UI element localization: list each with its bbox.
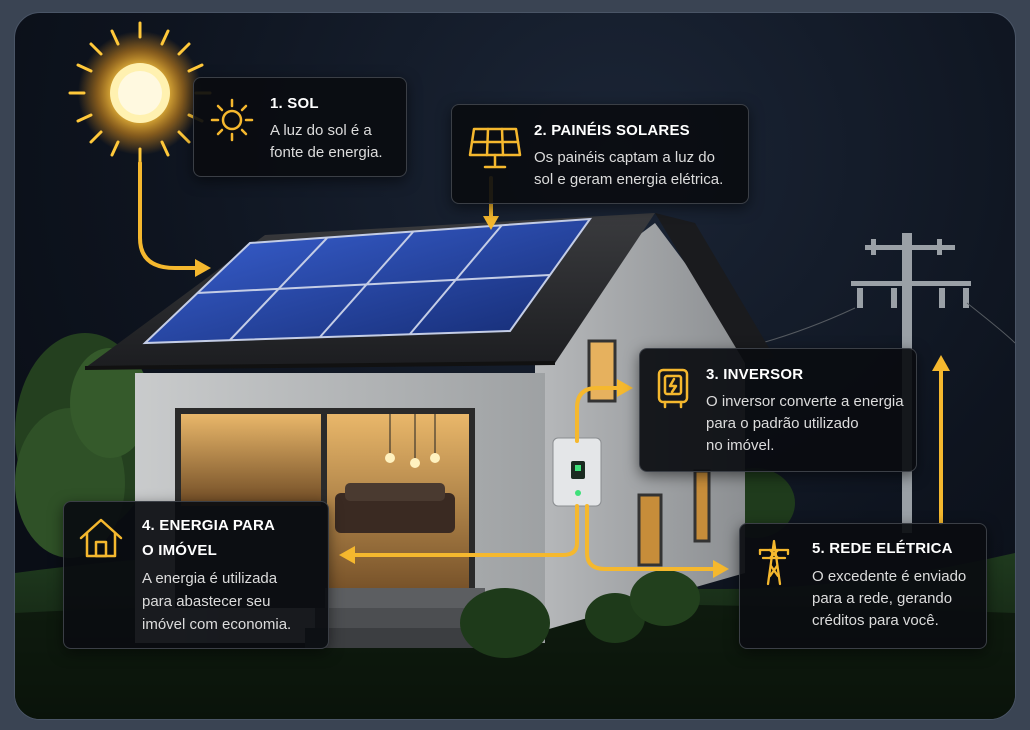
sun-icon <box>210 98 254 142</box>
step-2-desc-line-1: Os painéis captam a luz do <box>534 149 715 166</box>
step-2-desc-line-2: sol e geram energia elétrica. <box>534 171 724 188</box>
step-card-power-grid: 5. REDE ELÉTRICA O excedente é enviado p… <box>739 523 987 649</box>
inverter-icon <box>657 368 689 409</box>
solar-panel-icon <box>468 127 522 169</box>
step-5-title: 5. REDE ELÉTRICA <box>812 540 953 557</box>
step-3-desc-line-3: no imóvel. <box>706 437 775 454</box>
step-5-desc-line-3: créditos para você. <box>812 612 939 629</box>
step-5-desc-line-1: O excedente é enviado <box>812 568 967 585</box>
step-3-desc-line-1: O inversor converte a energia <box>706 393 904 410</box>
inverter-device <box>552 437 602 507</box>
step-4-desc-line-3: imóvel com economia. <box>142 616 292 633</box>
step-3-desc-line-2: para o padrão utilizado <box>706 415 859 432</box>
step-4-desc-line-1: A energia é utilizada <box>142 570 278 587</box>
step-5-desc-line-2: para a rede, gerando <box>812 590 953 607</box>
step-4-title-line-1: 4. ENERGIA PARA <box>142 517 276 534</box>
flow-arrows <box>138 161 943 571</box>
step-card-solar-panels: 2. PAINÉIS SOLARES Os painéis captam a l… <box>451 104 749 204</box>
house-icon <box>79 518 123 558</box>
step-1-desc-line-1: A luz do sol é a <box>270 122 372 139</box>
arrow-heads <box>195 216 950 578</box>
transmission-tower-icon <box>758 539 790 586</box>
step-card-sun: 1. SOL A luz do sol é a fonte de energia… <box>193 77 407 177</box>
solar-panel-array <box>142 217 593 345</box>
step-2-title: 2. PAINÉIS SOLARES <box>534 122 690 139</box>
step-1-desc-line-2: fonte de energia. <box>270 144 383 161</box>
step-card-home-energy: 4. ENERGIA PARA O IMÓVEL A energia é uti… <box>63 501 329 649</box>
step-card-inverter: 3. INVERSOR O inversor converte a energi… <box>639 348 917 472</box>
step-1-title: 1. SOL <box>270 95 319 112</box>
diagram-frame: 1. SOL A luz do sol é a fonte de energia… <box>14 12 1016 720</box>
step-3-title: 3. INVERSOR <box>706 366 804 383</box>
sun-illustration <box>68 21 212 165</box>
step-4-title-line-2: O IMÓVEL <box>142 542 217 559</box>
step-4-desc-line-2: para abastecer seu <box>142 593 271 610</box>
